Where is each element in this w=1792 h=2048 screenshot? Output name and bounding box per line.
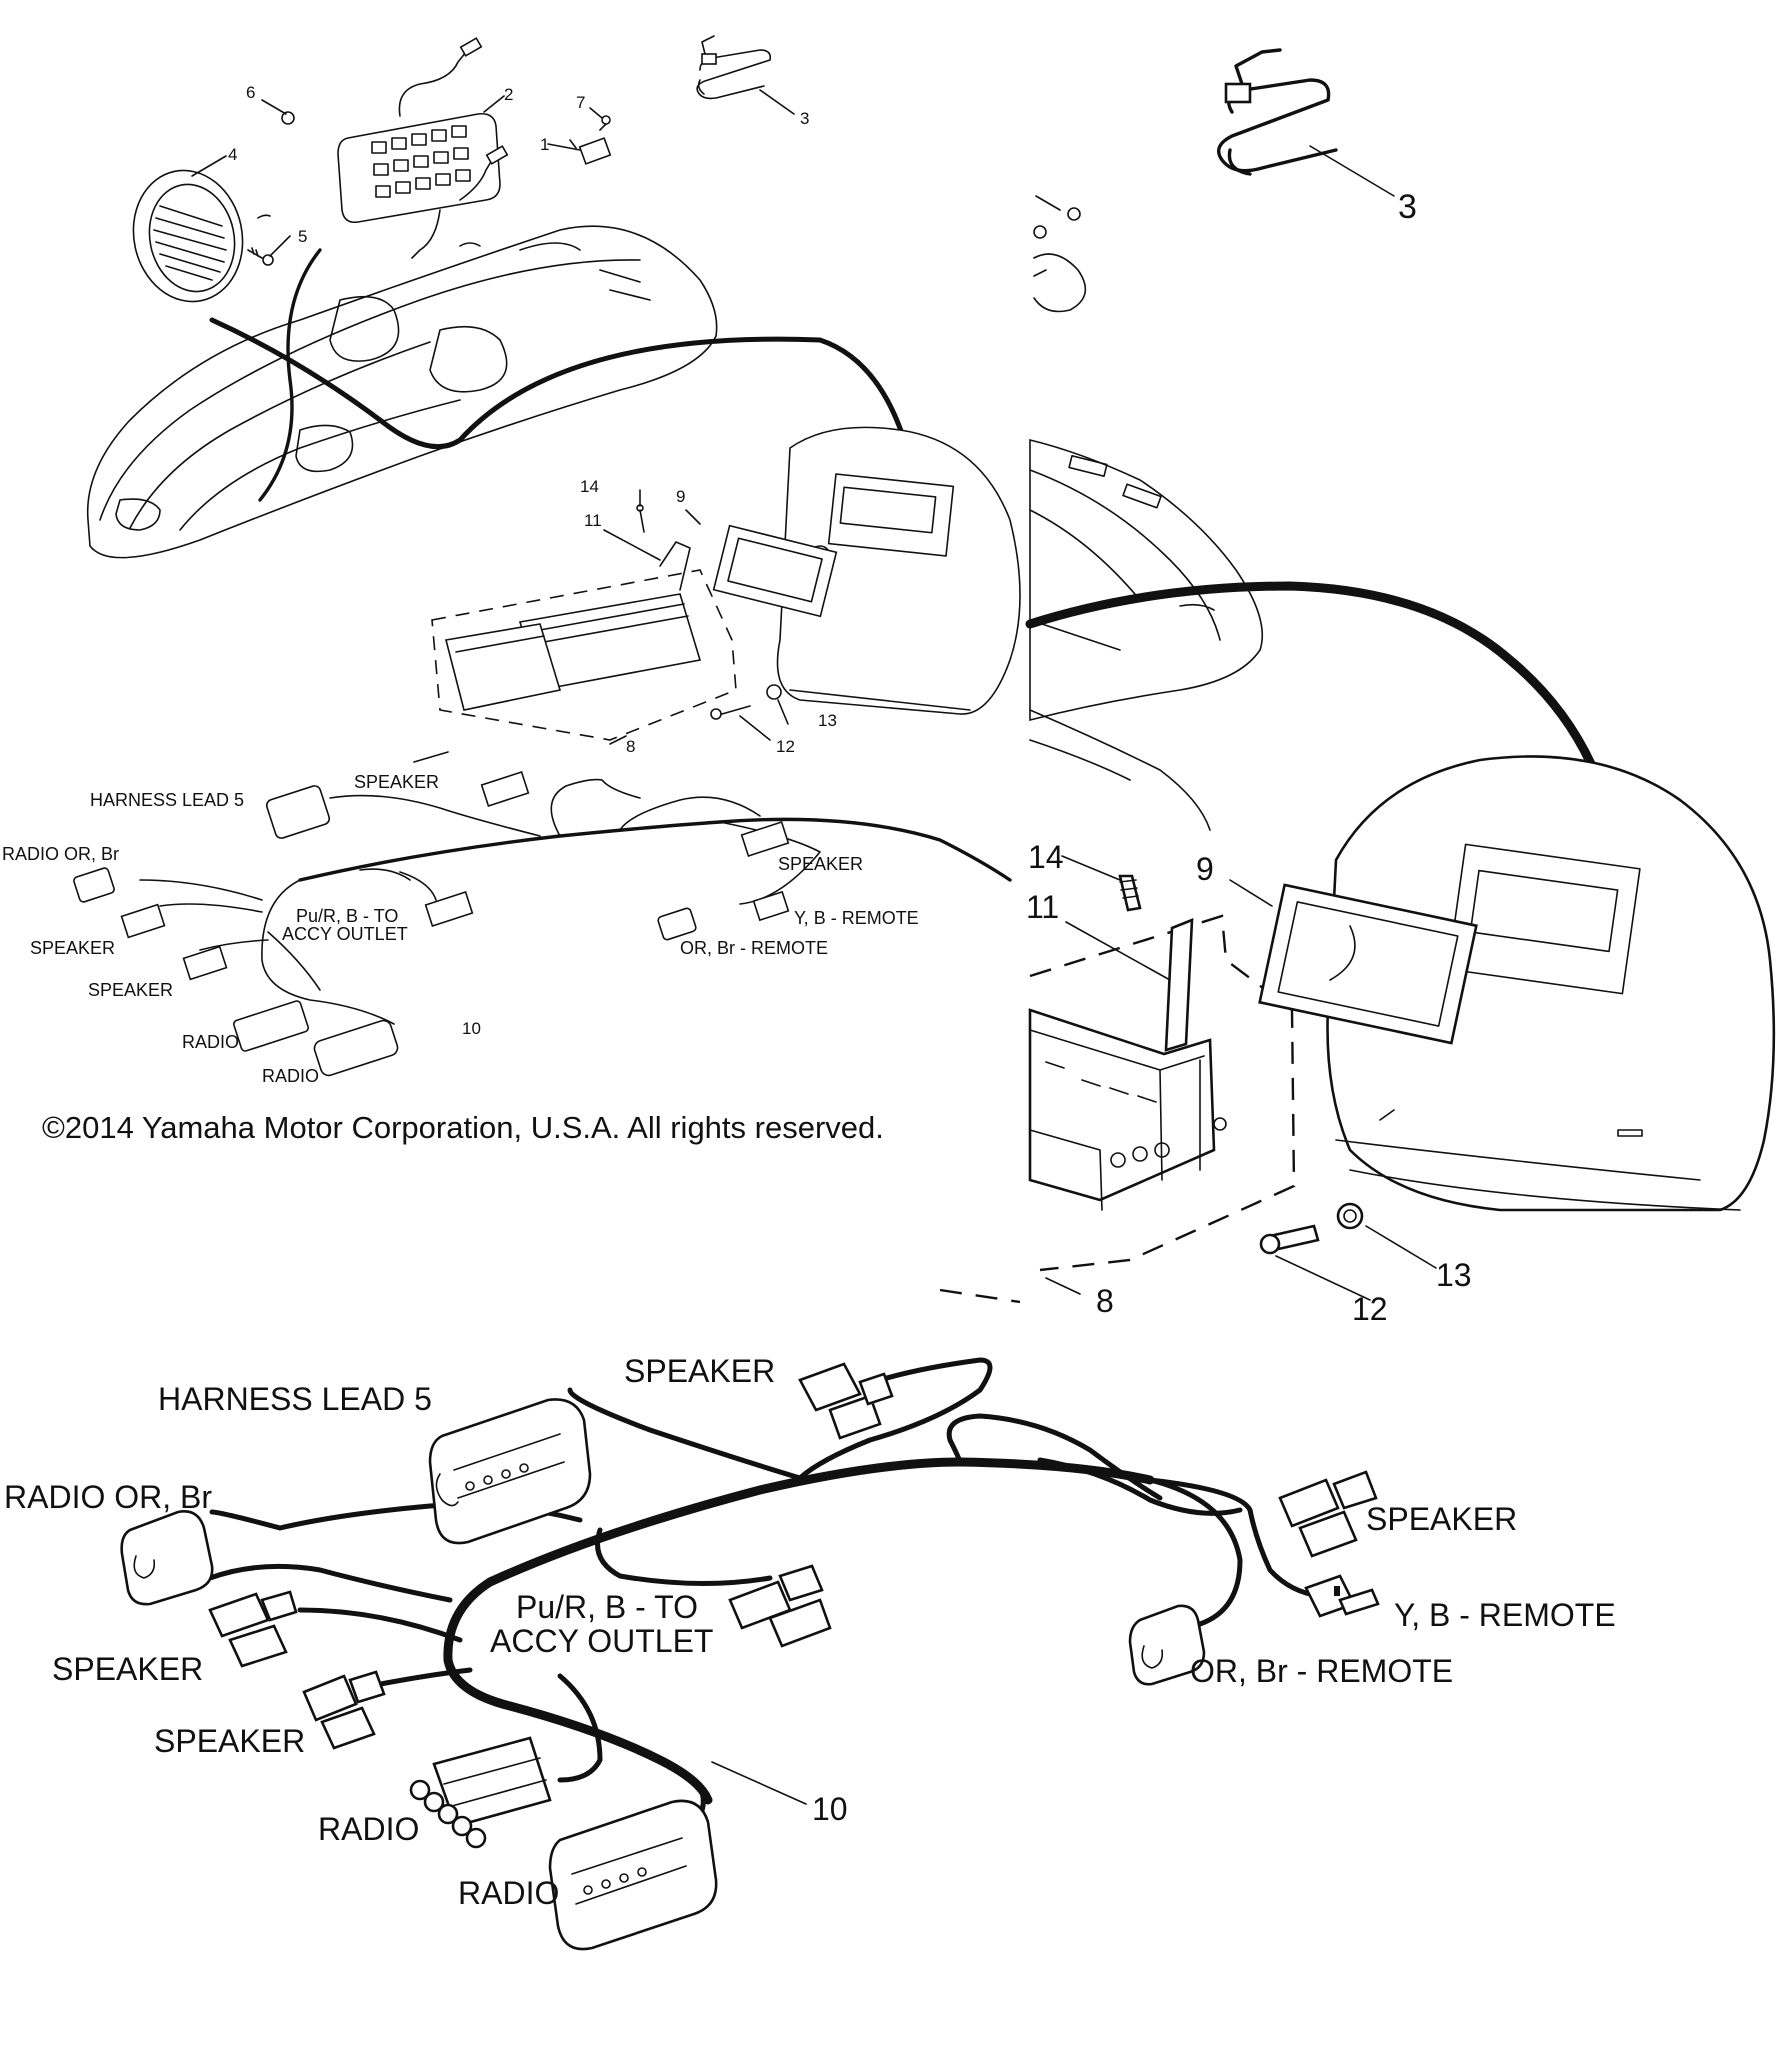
overview-speaker-top-label: SPEAKER (354, 772, 439, 792)
connector-icon (1304, 1574, 1380, 1618)
connector-icon (798, 1362, 894, 1440)
overview-radio-or-br-label: RADIO OR, Br (2, 844, 119, 864)
lead-wire (258, 248, 322, 502)
zoom-callout-3: 3 (1398, 188, 1417, 226)
leader-line-10 (711, 1761, 807, 1805)
accy-line2-label: ACCY OUTLET (490, 1623, 713, 1659)
callout-10: 10 (462, 1019, 481, 1038)
overview-radio2-label: RADIO (262, 1066, 319, 1086)
callout-7: 7 (576, 93, 585, 112)
callout-13: 13 (818, 711, 837, 730)
overview-panel: 1 2 3 4 5 6 7 8 9 10 11 12 13 14 (2, 35, 1021, 1145)
zoom-callout-11: 11 (1026, 889, 1059, 925)
harness-lead-label: HARNESS LEAD 5 (158, 1381, 432, 1417)
zoom-callout-14: 14 (1028, 839, 1064, 875)
harness-connectors (120, 1362, 1380, 1951)
callout-2: 2 (504, 85, 513, 104)
dash-housing-icon (776, 426, 1021, 715)
connector-icon (120, 1510, 214, 1606)
lead-wire (209, 317, 909, 450)
copyright-text: ©2014 Yamaha Motor Corporation, U.S.A. A… (42, 1110, 884, 1145)
callout-8: 8 (626, 737, 635, 756)
connector-icon (728, 1564, 832, 1648)
lead-wire (1025, 581, 1603, 785)
y-b-remote-label: Y, B - REMOTE (1394, 1597, 1616, 1633)
zoom-callout-13: 13 (1436, 1257, 1472, 1293)
overview-speaker-right-label: SPEAKER (778, 854, 863, 874)
overview-accy-line2: ACCY OUTLET (282, 924, 408, 944)
overview-harness-lead-label: HARNESS LEAD 5 (90, 790, 244, 810)
or-br-remote-label: OR, Br - REMOTE (1190, 1653, 1453, 1689)
radio1-label: RADIO (318, 1811, 419, 1847)
boat-icon (1029, 438, 1264, 722)
overview-speaker-left1-label: SPEAKER (30, 938, 115, 958)
overview-radio1-label: RADIO (182, 1032, 239, 1052)
zoom-callout-9: 9 (1196, 851, 1214, 887)
harness-small: HARNESS LEAD 5 SPEAKER RADIO OR, Br SPEA… (2, 771, 1012, 1086)
connector-icon (548, 1799, 718, 1951)
zoom-callout-12: 12 (1352, 1291, 1388, 1327)
boat-icon (86, 225, 718, 559)
speaker-grille-icon (132, 169, 244, 303)
connector-icon (428, 1398, 592, 1545)
callout-9: 9 (676, 487, 685, 506)
radio-unit-icon (939, 874, 1478, 1304)
overview-speaker-left2-label: SPEAKER (88, 980, 173, 1000)
overview-callouts: 1 2 3 4 5 6 7 8 9 10 11 12 13 14 (228, 83, 837, 1038)
radio-or-br-label: RADIO OR, Br (4, 1479, 212, 1515)
zoom-top-panel: 3 (939, 48, 1776, 1327)
connector-icon (302, 1670, 386, 1750)
speaker-right-label: SPEAKER (1366, 1501, 1517, 1537)
overview-y-b-remote-label: Y, B - REMOTE (794, 908, 919, 928)
connector-icon (208, 1590, 298, 1668)
connector-icon (1278, 1470, 1378, 1558)
fastener-icon (247, 111, 612, 266)
connector-icon (1128, 1604, 1206, 1686)
callout-10-zoom: 10 (812, 1791, 848, 1827)
zoom-harness-panel: HARNESS LEAD 5 SPEAKER RADIO OR, Br SPEA… (4, 1353, 1616, 1951)
leader-lines (191, 89, 795, 763)
callout-4: 4 (228, 145, 237, 164)
callout-6: 6 (246, 83, 255, 102)
zoom-callout-8: 8 (1096, 1283, 1114, 1319)
harness-branches (207, 1357, 1323, 1831)
fastener-icon (1033, 195, 1087, 313)
callout-12: 12 (776, 737, 795, 756)
radio-unit-icon (431, 504, 838, 741)
callout-3: 3 (800, 109, 809, 128)
speaker-left2-label: SPEAKER (154, 1723, 305, 1759)
speaker-top-label: SPEAKER (624, 1353, 775, 1389)
callout-1: 1 (540, 135, 549, 154)
harness-icon (1217, 48, 1338, 176)
radio2-label: RADIO (458, 1875, 559, 1911)
callout-11: 11 (584, 511, 602, 530)
accy-line1-label: Pu/R, B - TO (516, 1589, 698, 1625)
callout-5: 5 (298, 227, 307, 246)
callout-14: 14 (580, 477, 599, 496)
harness-icon (696, 35, 772, 100)
overview-or-br-remote-label: OR, Br - REMOTE (680, 938, 828, 958)
control-panel-icon (337, 37, 509, 259)
speaker-left1-label: SPEAKER (52, 1651, 203, 1687)
zoom-top-callouts: 14 9 11 12 13 8 (1026, 839, 1472, 1327)
overview-accy-line1: Pu/R, B - TO (296, 906, 398, 926)
zoom-leader-lines (1045, 855, 1437, 1301)
connector-icon (409, 1736, 552, 1849)
